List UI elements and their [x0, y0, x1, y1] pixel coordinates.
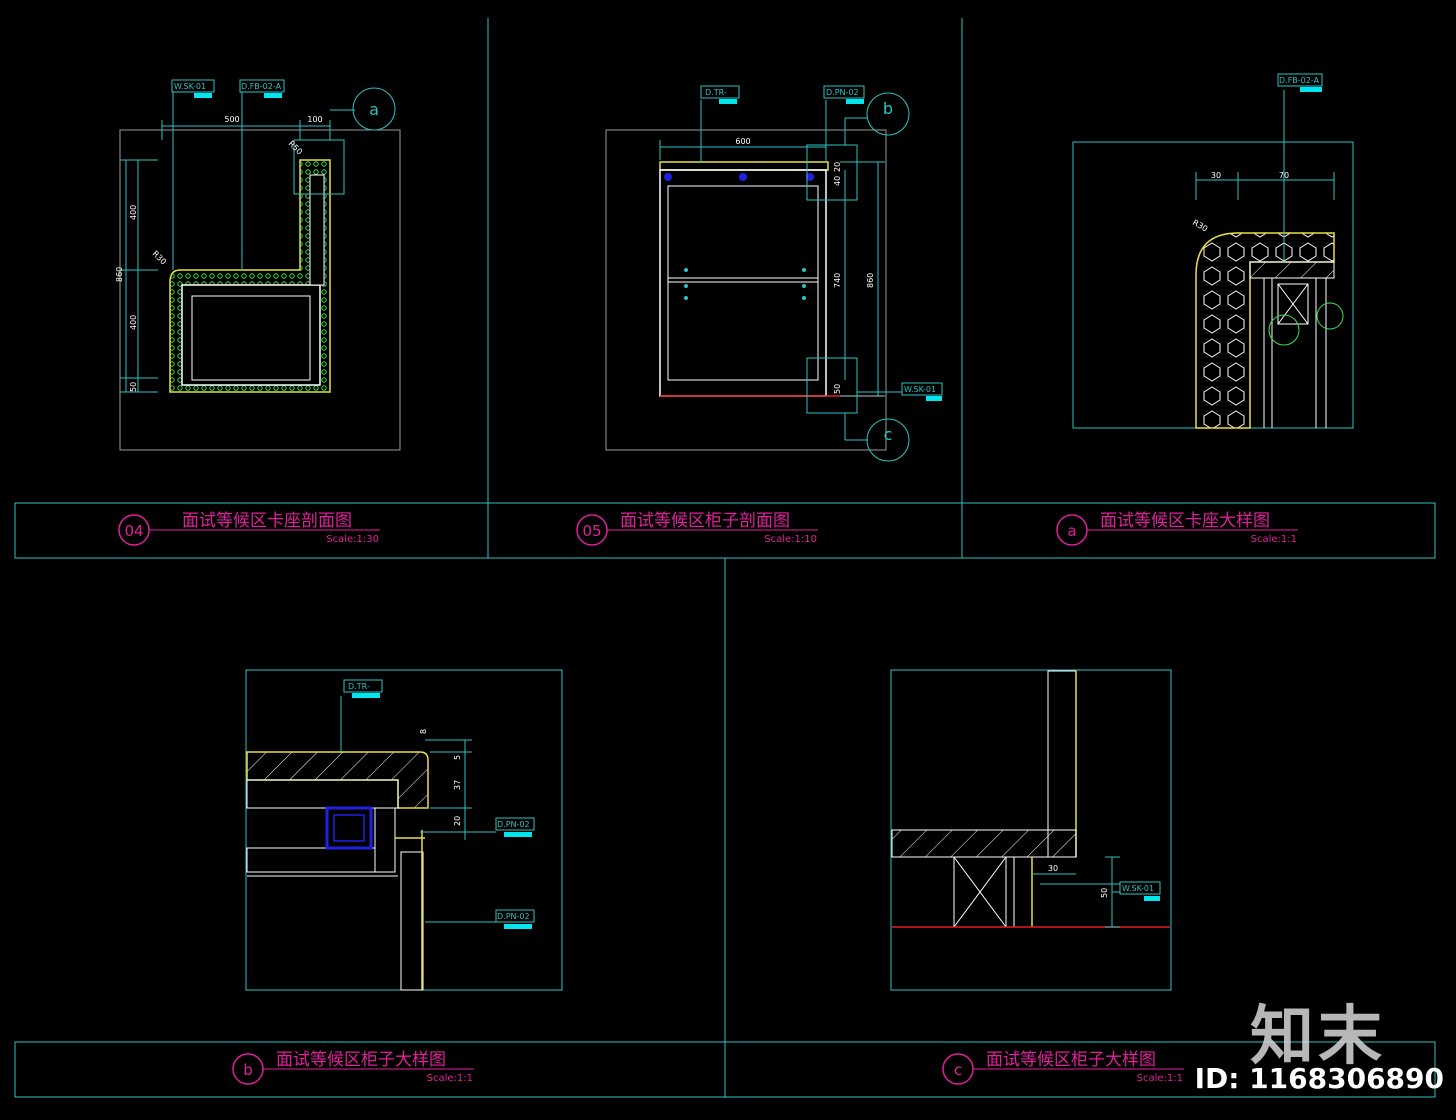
cabinet-body: [659, 169, 827, 397]
svg-text:D.TR-: D.TR-: [705, 88, 727, 97]
panel-04-border: [119, 129, 401, 451]
tag-dpn02-b1: D.PN-02: [495, 817, 535, 837]
dim-04-500: 500: [224, 115, 239, 124]
svg-text:D.PN-02: D.PN-02: [826, 88, 859, 97]
panel-a-drawing: D.FB-02-A 30 70 R30: [1072, 73, 1354, 429]
dim-b-37: 37: [453, 780, 462, 790]
tag-dtr-05: D.TR-: [700, 85, 740, 104]
title-a-number: a: [1067, 522, 1076, 540]
title-block-05: 05 面试等候区柜子剖面图 Scale:1:10: [576, 511, 818, 546]
tag-wsk01-05: W.SK-01: [901, 382, 943, 401]
dim-c-30: 30: [1048, 864, 1058, 873]
tag-dpn02-b2: D.PN-02: [495, 909, 535, 929]
booth-seat-box: [181, 284, 321, 386]
dim-04-860: 860: [115, 267, 124, 282]
dim-a-r30: R30: [1191, 218, 1209, 234]
cabinet-fixings: [664, 173, 814, 181]
dim-04-r30: R30: [151, 249, 169, 267]
title-a-text: 面试等候区卡座大样图: [1100, 511, 1270, 531]
title-b-number: b: [243, 1061, 253, 1079]
callout-a-label: a: [369, 100, 379, 119]
title-05-text: 面试等候区柜子剖面图: [620, 511, 790, 531]
title-05-number: 05: [582, 522, 601, 540]
panel-05-drawing: b c D.TR- D.PN-02 W.SK-01 600 20 40 740 …: [605, 85, 943, 462]
panel-05-border: [605, 129, 887, 451]
panel-c-drawing: W.SK-01 30 50: [890, 669, 1172, 991]
title-05-scale: Scale:1:10: [764, 534, 817, 545]
tag-dfb02a-a: D.FB-02-A: [1277, 73, 1323, 92]
watermark-logo: 知末: [1250, 1000, 1386, 1074]
title-c-number: c: [954, 1061, 962, 1079]
svg-text:D.PN-02: D.PN-02: [497, 820, 530, 829]
callout-a-bubble: [352, 87, 396, 131]
title-b-scale: Scale:1:1: [427, 1073, 473, 1084]
tag-dpn02-05: D.PN-02: [823, 85, 865, 104]
title-block-04: 04 面试等候区卡座剖面图 Scale:1:30: [118, 511, 380, 546]
dim-a-30: 30: [1211, 171, 1221, 180]
dim-05-40: 40: [833, 176, 842, 186]
title-block-b: b 面试等候区柜子大样图 Scale:1:1: [232, 1050, 474, 1085]
dim-05-20: 20: [833, 162, 842, 172]
title-block-c: c 面试等候区柜子大样图 Scale:1:1: [942, 1050, 1184, 1085]
dim-04-100: 100: [307, 115, 322, 124]
panel-dividers: [14, 18, 1436, 1098]
dim-a-70: 70: [1279, 171, 1289, 180]
dim-c-50: 50: [1100, 888, 1109, 898]
dim-05-600: 600: [735, 137, 750, 146]
svg-text:D.FB-02-A: D.FB-02-A: [1279, 76, 1320, 85]
dim-05-860: 860: [866, 273, 875, 288]
tag-wsk01-04: W.SK-01: [171, 79, 215, 98]
title-b-text: 面试等候区柜子大样图: [276, 1050, 446, 1070]
callout-b-label: b: [883, 99, 893, 118]
svg-text:W.SK-01: W.SK-01: [174, 82, 206, 91]
svg-text:D.PN-02: D.PN-02: [497, 912, 530, 921]
title-04-number: 04: [124, 522, 143, 540]
tag-dfb02a-04: D.FB-02-A: [239, 79, 285, 98]
dim-b-5: 5: [453, 755, 462, 760]
cabinet-top: [659, 161, 829, 171]
svg-text:D.FB-02-A: D.FB-02-A: [241, 82, 282, 91]
dim-05-50: 50: [833, 384, 842, 394]
tag-dtr-b: D.TR-: [343, 679, 383, 698]
title-04-scale: Scale:1:30: [326, 534, 379, 545]
panel-c-border: [890, 669, 1172, 991]
dim-05-740: 740: [833, 273, 842, 288]
callout-b-bubble: [866, 92, 910, 136]
panel-b-drawing: D.TR- D.PN-02 D.PN-02 8 5 37 20: [245, 669, 563, 991]
svg-text:W.SK-01: W.SK-01: [1122, 884, 1154, 893]
title-c-scale: Scale:1:1: [1137, 1073, 1183, 1084]
dim-b-20: 20: [453, 816, 462, 826]
dim-04-400b: 400: [129, 315, 138, 330]
watermark-id: ID: 1168306890: [1194, 1062, 1444, 1095]
title-block-a: a 面试等候区卡座大样图 Scale:1:1: [1056, 511, 1298, 546]
svg-text:D.TR-: D.TR-: [348, 682, 370, 691]
panel-04-drawing: a W.SK-01 D.FB-02-A 500 100 400 860 400 …: [115, 79, 401, 451]
dim-04-400a: 400: [129, 205, 138, 220]
dim-b-8: 8: [419, 729, 428, 734]
callout-c-bubble: [866, 418, 910, 462]
callout-c-label: c: [884, 425, 893, 444]
title-a-scale: Scale:1:1: [1251, 534, 1297, 545]
tag-wsk01-c: W.SK-01: [1119, 881, 1161, 901]
dim-04-50: 50: [129, 382, 138, 392]
dim-04-r50: R50: [287, 139, 305, 157]
steel-tube: [325, 806, 373, 850]
svg-text:W.SK-01: W.SK-01: [904, 385, 936, 394]
title-c-text: 面试等候区柜子大样图: [986, 1050, 1156, 1070]
title-04-text: 面试等候区卡座剖面图: [182, 511, 352, 531]
